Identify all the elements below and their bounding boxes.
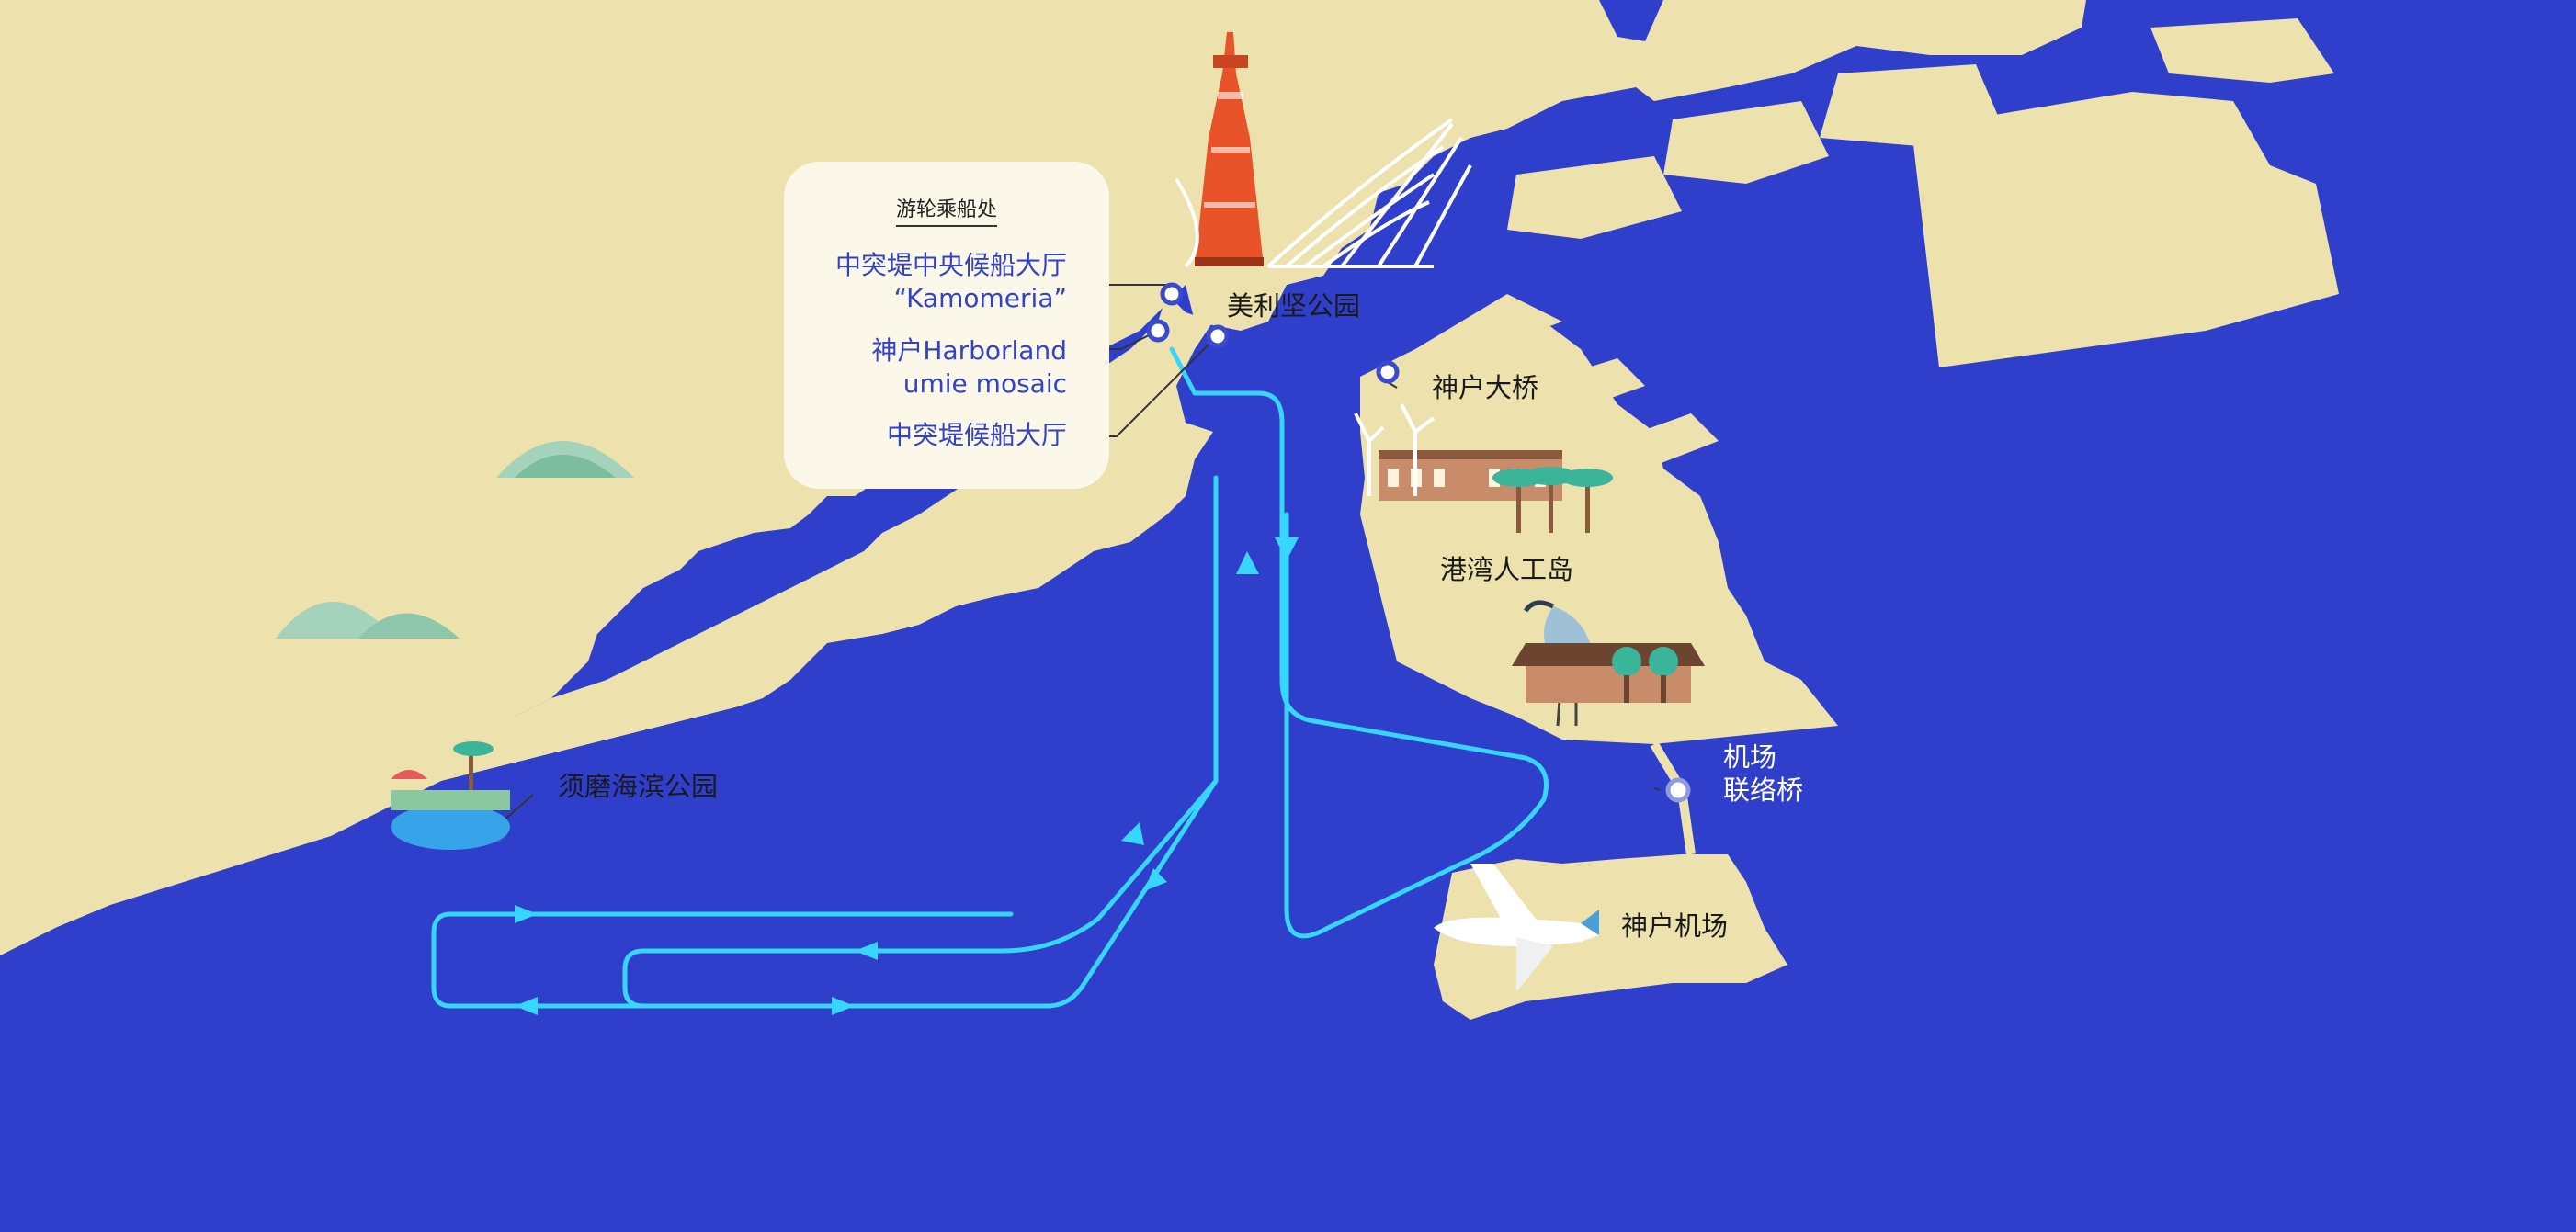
pier-marker-nakatottei[interactable]	[1206, 324, 1230, 348]
pier-marker-harborland[interactable]	[1146, 319, 1170, 343]
pier-1	[1415, 294, 1562, 349]
east-block-2	[2150, 18, 2334, 83]
pier-marker-kamomeria[interactable]	[1160, 282, 1184, 306]
coastal-strip	[0, 294, 1213, 955]
legend-item-line: umie mosaic	[902, 368, 1067, 399]
legend-item-line: 神户Harborland	[871, 335, 1067, 366]
airport-bridge-line-2: 联络桥	[1723, 774, 1804, 806]
legend-item-line: 中突堤中央候船大厅	[834, 250, 1067, 280]
east-block-5	[1507, 156, 1682, 239]
airport-bridge-marker[interactable]	[1665, 777, 1691, 803]
pier-2	[1470, 358, 1645, 432]
wind-turbine-icon	[1354, 403, 1436, 496]
airport-bridge-line-1: 机场	[1723, 741, 1777, 773]
kobe-bridge-marker[interactable]	[1376, 360, 1400, 384]
label-kobe-airport[interactable]: 神户机场	[1621, 910, 1729, 942]
legend-panel: 游轮乘船处 中突堤中央候船大厅 “Kamomeria” 神户Harborland…	[784, 162, 1109, 489]
legend-item-line: 中突堤候船大厅	[886, 420, 1067, 450]
port-island	[1360, 322, 1838, 744]
mountain-icon	[276, 441, 634, 639]
legend-item-nakatottei[interactable]: 中突堤候船大厅	[887, 419, 1067, 452]
east-block-1	[1912, 92, 2339, 367]
east-block-3	[1820, 64, 2003, 147]
museum-building-icon	[1512, 643, 1705, 703]
airplane-icon	[1434, 864, 1599, 992]
route-arrows	[515, 537, 1299, 1015]
label-meriken-park[interactable]: 美利坚公园	[1227, 290, 1361, 322]
label-kobe-bridge[interactable]: 神户大桥	[1432, 372, 1539, 403]
kobe-tower-icon	[1195, 32, 1264, 266]
maritime-museum-icon	[1175, 118, 1472, 268]
label-airport-bridge[interactable]: 机场 联络桥	[1723, 740, 1803, 807]
legend-item-line: “Kamomeria”	[893, 283, 1067, 313]
label-port-island[interactable]: 港湾人工岛	[1440, 554, 1574, 585]
legend-item-harborland[interactable]: 神户Harborland umie mosaic	[871, 334, 1067, 401]
pier-3	[1562, 413, 1719, 487]
legend-title: 游轮乘船处	[784, 193, 1109, 227]
palm-tree-icon	[1492, 467, 1613, 533]
cruise-route	[431, 346, 1549, 1009]
label-suma-park[interactable]: 须磨海滨公园	[558, 771, 719, 802]
mainland	[0, 0, 2086, 955]
legend-item-kamomeria[interactable]: 中突堤中央候船大厅 “Kamomeria”	[835, 249, 1067, 315]
east-block-4	[1663, 101, 1829, 184]
beach-icon	[391, 741, 510, 850]
